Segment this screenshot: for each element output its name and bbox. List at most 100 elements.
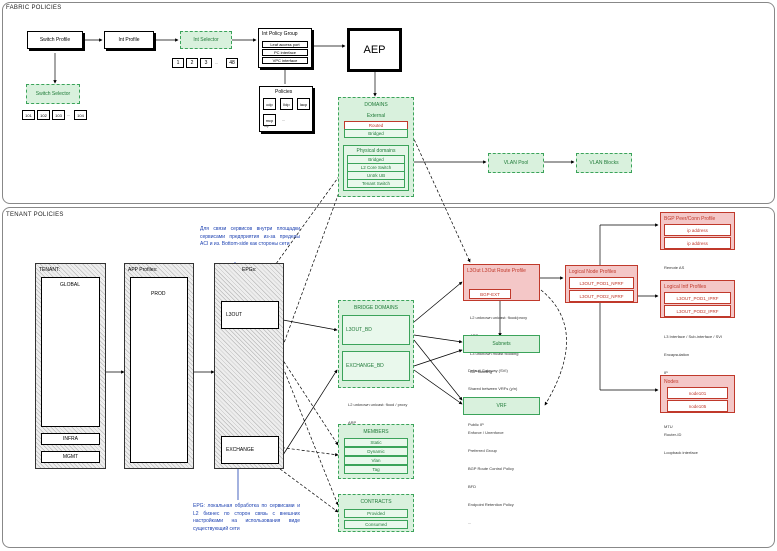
- policy-ellipsis: ...: [282, 117, 286, 122]
- bridge-domains-title: BRIDGE DOMAINS: [354, 305, 398, 311]
- nodes-group[interactable]: Nodes node101 node105: [660, 375, 735, 413]
- contract-consumed[interactable]: Consumed: [344, 520, 408, 529]
- contract-provided[interactable]: Provided: [344, 509, 408, 518]
- tenant-policies-section: [2, 207, 775, 548]
- bgp-peer-ip-2[interactable]: ip address: [664, 237, 731, 249]
- int-port-48[interactable]: 48: [226, 58, 238, 68]
- l3out-route-profile-title: L3Out L3Out Route Profile: [467, 268, 526, 274]
- int-profile-box[interactable]: Int Profile: [104, 31, 154, 49]
- member-tag[interactable]: Tag: [344, 465, 408, 474]
- policy-cdp[interactable]: cdp: [263, 98, 276, 110]
- node-105[interactable]: node105: [667, 400, 728, 412]
- tenant-global-label: GLOBAL: [60, 282, 81, 288]
- switch-selector-box[interactable]: Switch Selector: [26, 84, 80, 104]
- policies-box[interactable]: Policies cdp lldp lacp mcp stp ...: [259, 86, 313, 132]
- tenant-label: TENANT:: [39, 267, 60, 273]
- policy-lldp[interactable]: lldp: [280, 98, 293, 110]
- node-note-0: Router-ID: [664, 432, 682, 437]
- bridge-domains-group: BRIDGE DOMAINS L3OUT_BD EXCHANGE_BD: [338, 300, 414, 388]
- l3out-bgp-ext[interactable]: BGP-EXT: [469, 289, 511, 299]
- policies-title: Policies: [275, 89, 293, 95]
- app-profile-prod-label: PROD: [151, 291, 166, 297]
- int-policy-group[interactable]: Int Policy Group Leaf access port PC int…: [258, 28, 312, 68]
- app-profile-prod-box[interactable]: PROD: [130, 277, 188, 463]
- tenant-global-box[interactable]: GLOBAL: [41, 277, 100, 427]
- members-group: MEMBERS Static Dynamic Vlan Tag: [338, 424, 414, 479]
- intf-profile-pod2[interactable]: L3OUT_POD2_IPRF: [664, 305, 731, 317]
- node-profile-pod2[interactable]: L3OUT_POD2_NPRF: [569, 290, 634, 302]
- bd-l3out-box[interactable]: L3OUT_BD: [342, 315, 410, 345]
- node-101[interactable]: node101: [667, 387, 728, 399]
- logical-intf-profiles[interactable]: Logical Intf Profiles L3OUT_POD1_IPRF L3…: [660, 280, 735, 318]
- l3out-route-profile[interactable]: L3Out L3Out Route Profile BGP-EXT: [463, 264, 540, 301]
- vrf-note-1: Preferred Group: [468, 448, 497, 453]
- domains-group: DOMAINS External Routed Bridged Physical…: [338, 97, 414, 197]
- vrf-box[interactable]: VRF: [463, 397, 540, 415]
- vrf-note-5: ...: [468, 520, 472, 525]
- physical-domains-title: Physical domains: [356, 148, 396, 154]
- int-selector-box[interactable]: Int Selector: [180, 31, 232, 49]
- intf-note-0: L3 Interface / Sub-interface / SVI: [664, 334, 723, 339]
- bd-note-1: ARP: [348, 420, 357, 425]
- int-port-3[interactable]: 3: [200, 58, 212, 68]
- aep-label: AEP: [363, 44, 386, 56]
- switch-node-104[interactable]: 104: [74, 110, 87, 120]
- bgp-note-0: Remote AS: [664, 265, 685, 270]
- switch-node-102[interactable]: 102: [37, 110, 50, 120]
- member-dynamic[interactable]: Dynamic: [344, 447, 408, 456]
- switch-node-101[interactable]: 101: [22, 110, 35, 120]
- aep-box[interactable]: AEP: [347, 28, 402, 72]
- epg-l3out-box[interactable]: L3OUT: [221, 301, 279, 329]
- bd-exchange-box[interactable]: EXCHANGE_BD: [342, 351, 410, 381]
- contracts-group: CONTRACTS Provided Consumed: [338, 494, 414, 532]
- policy-vpc-interface[interactable]: VPC interface: [262, 57, 308, 64]
- logical-node-profiles[interactable]: Logical Node Profiles L3OUT_POD1_NPRF L3…: [565, 265, 638, 303]
- bgp-peer-profile[interactable]: BGP Peer/Conn Profile ip address ip addr…: [660, 212, 735, 250]
- intf-note-1: Encapsulation: [664, 352, 690, 357]
- node-note-1: Loopback interface: [664, 450, 698, 455]
- subnets-box[interactable]: Subnets: [463, 335, 540, 353]
- node-notes: Router-ID Loopback interface: [664, 420, 698, 462]
- epg-note-top: Для связи сервисов внутри площадки серви…: [200, 226, 300, 247]
- policy-mcp[interactable]: mcp: [263, 114, 276, 126]
- epg-note-bottom: EPG: локальная обработка по сервисами и …: [193, 503, 300, 532]
- tenant-infra-box[interactable]: INFRA: [41, 433, 100, 445]
- bd-l3out-label: L3OUT_BD: [346, 327, 372, 333]
- int-port-ellipsis: ...: [215, 60, 219, 65]
- vrf-note-4: Endpoint Retention Policy: [468, 502, 514, 507]
- node-profile-pod1[interactable]: L3OUT_POD1_NPRF: [569, 277, 634, 289]
- domain-bridged[interactable]: Bridged: [344, 129, 408, 138]
- int-port-1[interactable]: 1: [172, 58, 184, 68]
- policy-pc-interface[interactable]: PC interface: [262, 49, 308, 56]
- logical-intf-profiles-title: Logical Intf Profiles: [664, 284, 707, 290]
- intf-profile-pod1[interactable]: L3OUT_POD1_IPRF: [664, 292, 731, 304]
- subnet-note-3: Public IP: [468, 422, 484, 427]
- vrf-note-2: BGP Route Control Policy: [468, 466, 514, 471]
- switch-node-ellipsis: ...: [67, 112, 71, 117]
- epgs-group: EPGs: L3OUT EXCHANGE: [214, 263, 284, 469]
- vlan-pool-box[interactable]: VLAN Pool: [488, 153, 544, 173]
- int-port-2[interactable]: 2: [186, 58, 198, 68]
- contracts-title: CONTRACTS: [360, 499, 392, 505]
- policy-leaf-access-port[interactable]: Leaf access port: [262, 41, 308, 48]
- domains-external-label: External: [366, 113, 386, 119]
- vrf-notes: Enforce / Unenforce Preferred Group BGP …: [468, 418, 514, 532]
- tenant-mgmt-box[interactable]: MGMT: [41, 451, 100, 463]
- policy-lacp[interactable]: lacp: [297, 98, 310, 110]
- epgs-label: EPGs:: [242, 267, 257, 273]
- member-vlan[interactable]: Vlan: [344, 456, 408, 465]
- member-static[interactable]: Static: [344, 438, 408, 447]
- switch-profile-box[interactable]: Switch Profile: [27, 31, 83, 49]
- bgp-peer-ip-1[interactable]: ip address: [664, 224, 731, 236]
- bd-exchange-label: EXCHANGE_BD: [346, 363, 384, 369]
- switch-node-103[interactable]: 103: [52, 110, 65, 120]
- physical-domain-tenant-switch[interactable]: Tenant Switch: [347, 179, 405, 188]
- physical-domains-group: Physical domains Bridged L2 Core Switch …: [343, 145, 409, 191]
- l3out-note-3: GIP flooding: [470, 369, 492, 374]
- vrf-note-3: BFD: [468, 484, 476, 489]
- bd-note-0: L2 unknown unicast: flood / proxy: [348, 402, 408, 407]
- subnet-note-1: Shared between VRFs (y/n): [468, 386, 518, 391]
- bgp-peer-profile-title: BGP Peer/Conn Profile: [664, 216, 716, 222]
- epg-exchange-box[interactable]: EXCHANGE: [221, 436, 279, 464]
- vlan-blocks-box[interactable]: VLAN Blocks: [576, 153, 632, 173]
